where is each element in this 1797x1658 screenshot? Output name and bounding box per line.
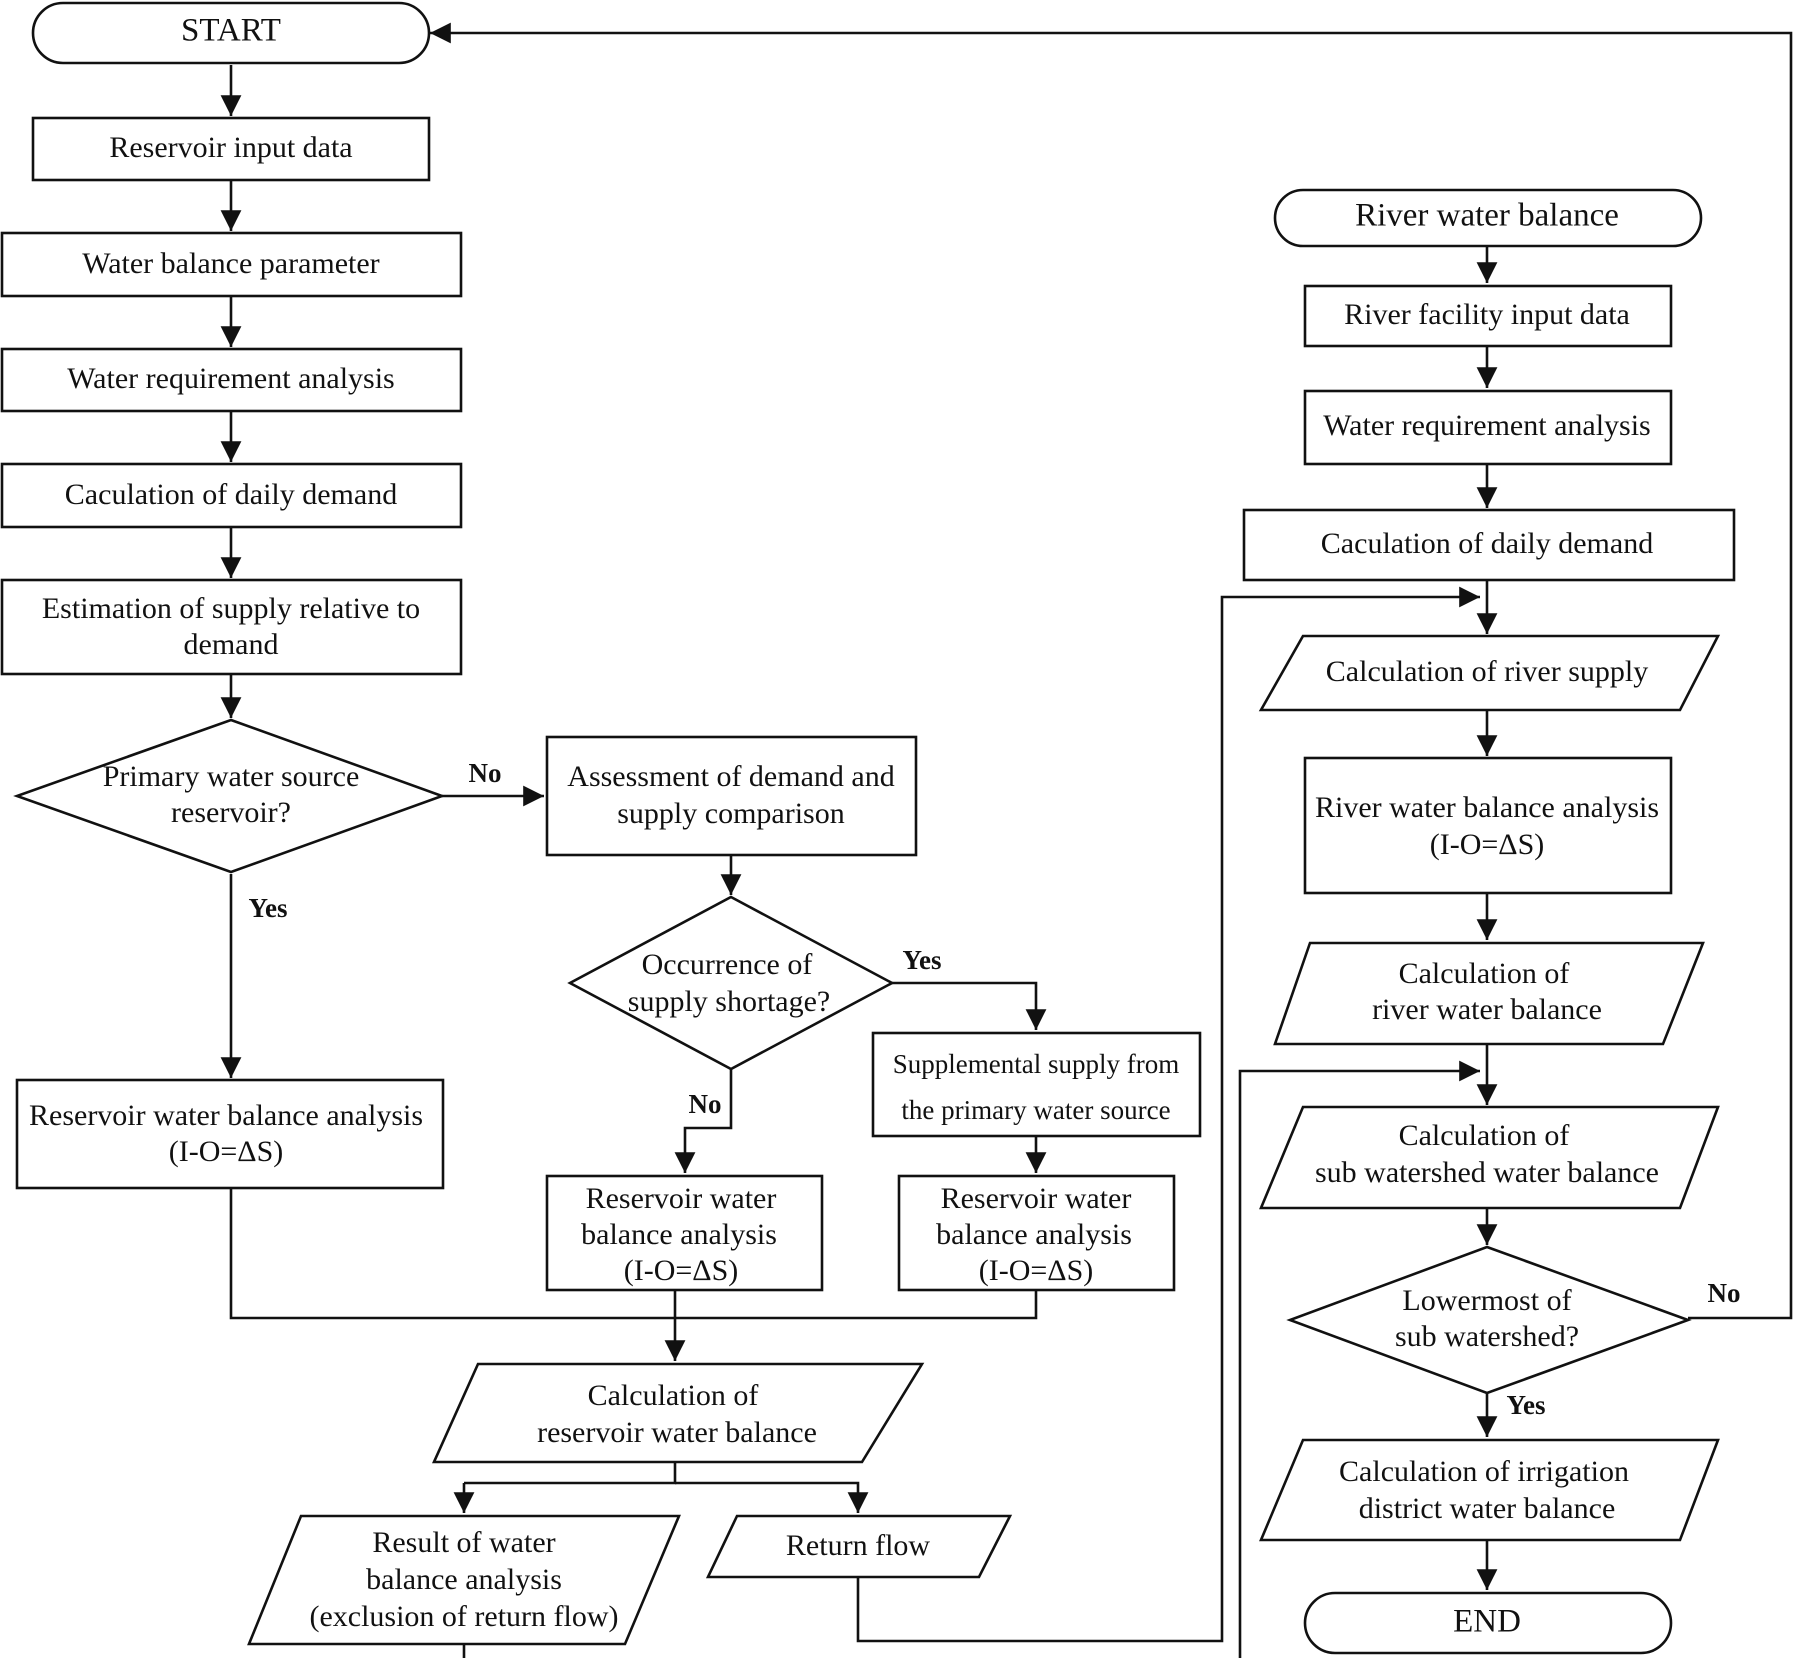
river-water-req-box: Water requirement analysis — [1303, 389, 1673, 466]
lowermost-q-line2: sub watershed? — [1395, 1320, 1579, 1353]
assessment-box: Assessment of demand and supply comparis… — [545, 735, 918, 857]
return-flow-label: Return flow — [786, 1529, 930, 1562]
calc-irrigation-parallelogram: Calculation of irrigation district water… — [1259, 1438, 1720, 1542]
reservoir-wb-right-box: Reservoir water balance analysis (I-O=ΔS… — [897, 1174, 1176, 1292]
assessment-line2: supply comparison — [617, 797, 844, 830]
shortage-q-line1: Occurrence of — [642, 948, 813, 981]
edge-to-return-flow — [675, 1481, 869, 1513]
shortage-q-line2: supply shortage? — [628, 985, 830, 1018]
result-line1: Result of water — [372, 1526, 555, 1559]
river-water-req-label: Water requirement analysis — [1323, 409, 1650, 442]
water-req-label: Water requirement analysis — [67, 362, 394, 395]
result-line3: (exclusion of return flow) — [309, 1600, 618, 1633]
water-requirement-box: Water requirement analysis — [0, 347, 463, 413]
primary-q-line2: reservoir? — [171, 796, 291, 829]
reservoir-wb-analysis-box: Reservoir water balance analysis (I-O=ΔS… — [15, 1078, 445, 1190]
estimation-label-line1: Estimation of supply relative to — [42, 592, 420, 625]
assessment-line1: Assessment of demand and — [567, 760, 894, 793]
estimation-box: Estimation of supply relative to demand — [0, 578, 463, 676]
calc-river-supply-parallelogram: Calculation of river supply — [1258, 634, 1721, 712]
result-wb-parallelogram: Result of water balance analysis (exclus… — [247, 1514, 681, 1646]
river-wb-analysis-line1: River water balance analysis — [1315, 791, 1659, 824]
wb-parameter-label: Water balance parameter — [82, 247, 379, 280]
lowermost-decision: Lowermost of sub watershed? — [1286, 1245, 1692, 1395]
estimation-label-line2: demand — [184, 628, 279, 661]
river-wb-analysis-line2: (I-O=ΔS) — [1430, 828, 1545, 861]
calc-sub-wb-parallelogram: Calculation of sub watershed water balan… — [1259, 1105, 1720, 1210]
lowermost-q-line1: Lowermost of — [1402, 1284, 1571, 1317]
river-facility-box: River facility input data — [1303, 284, 1673, 348]
primary-q-line1: Primary water source — [103, 760, 360, 793]
reservoir-input-label: Reservoir input data — [109, 131, 352, 164]
calc-res-wb-line2: reservoir water balance — [537, 1416, 817, 1449]
river-facility-label: River facility input data — [1344, 298, 1630, 331]
calc-irrigation-line1: Calculation of irrigation — [1339, 1455, 1629, 1488]
edge-shortage-yes — [890, 981, 1047, 1030]
return-flow-parallelogram: Return flow — [705, 1514, 1013, 1579]
river-wb-start-terminal: River water balance — [1273, 188, 1703, 248]
river-wb-start-label: River water balance — [1355, 198, 1619, 234]
calc-river-supply-label: Calculation of river supply — [1326, 655, 1648, 688]
reservoir-wb-mid-box: Reservoir water balance analysis (I-O=ΔS… — [545, 1174, 824, 1292]
reservoir-input-data-box: Reservoir input data — [31, 116, 431, 182]
connectors — [220, 22, 1793, 1658]
calc-river-wb-line2: river water balance — [1372, 993, 1602, 1026]
start-label: START — [181, 13, 281, 49]
calc-sub-wb-line2: sub watershed water balance — [1315, 1156, 1659, 1189]
primary-source-decision: Primary water source reservoir? — [13, 718, 446, 874]
res-wb-mid-line1: Reservoir water — [586, 1182, 777, 1215]
res-wb-analysis-line2: (I-O=ΔS) — [169, 1135, 284, 1168]
calc-irrigation-line2: district water balance — [1359, 1492, 1616, 1525]
edge-result-to-subwatershed — [462, 1060, 1480, 1658]
shortage-yes-label: Yes — [903, 945, 942, 975]
start-terminal: START — [31, 1, 431, 65]
river-wb-analysis-box: River water balance analysis (I-O=ΔS) — [1303, 756, 1673, 895]
edge-merge-left — [229, 1188, 1038, 1320]
res-wb-right-line2: balance analysis — [936, 1218, 1132, 1251]
lowermost-yes-label: Yes — [1507, 1390, 1546, 1420]
end-label: END — [1453, 1604, 1521, 1640]
primary-yes-label: Yes — [249, 893, 288, 923]
edge-return-flow-to-river — [856, 586, 1480, 1643]
primary-no-label: No — [469, 758, 502, 788]
res-wb-mid-line2: balance analysis — [581, 1218, 777, 1251]
calc-reservoir-wb-parallelogram: Calculation of reservoir water balance — [431, 1362, 925, 1464]
result-line2: balance analysis — [366, 1563, 562, 1596]
daily-demand-box: Caculation of daily demand — [0, 462, 463, 529]
supplemental-line2: the primary water source — [901, 1095, 1170, 1125]
river-daily-demand-label: Caculation of daily demand — [1321, 527, 1653, 560]
end-terminal: END — [1303, 1591, 1673, 1655]
edge-shortage-no — [674, 1067, 733, 1173]
shortage-no-label: No — [689, 1089, 722, 1119]
res-wb-analysis-line1: Reservoir water balance analysis — [29, 1099, 423, 1132]
daily-demand-label: Caculation of daily demand — [65, 478, 397, 511]
res-wb-right-line3: (I-O=ΔS) — [979, 1254, 1094, 1287]
calc-river-wb-parallelogram: Calculation of river water balance — [1273, 941, 1705, 1046]
edge-lowermost-no — [430, 22, 1793, 1320]
river-daily-demand-box: Caculation of daily demand — [1242, 508, 1736, 582]
res-wb-right-line1: Reservoir water — [941, 1182, 1132, 1215]
supplemental-supply-box: Supplemental supply from the primary wat… — [871, 1031, 1202, 1138]
supply-shortage-decision: Occurrence of supply shortage? — [567, 895, 895, 1071]
lowermost-no-label: No — [1708, 1278, 1741, 1308]
calc-res-wb-line1: Calculation of — [588, 1379, 759, 1412]
calc-river-wb-line1: Calculation of — [1399, 957, 1570, 990]
res-wb-mid-line3: (I-O=ΔS) — [624, 1254, 739, 1287]
calc-sub-wb-line1: Calculation of — [1399, 1119, 1570, 1152]
water-balance-parameter-box: Water balance parameter — [0, 231, 463, 298]
supplemental-line1: Supplemental supply from — [893, 1049, 1179, 1079]
